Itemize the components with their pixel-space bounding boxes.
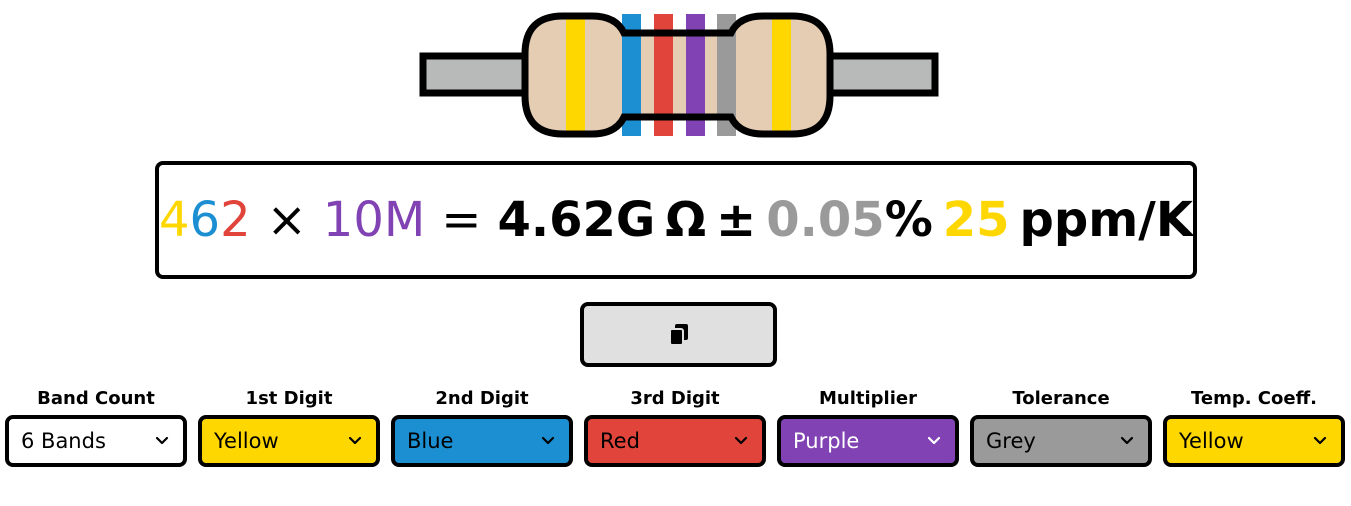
copy-icon <box>668 323 688 346</box>
band-count-select[interactable]: 6 Bands <box>5 415 187 467</box>
band-controls: Band Count 6 Bands 1st Digit Yellow 2nd … <box>5 387 1345 467</box>
digit-2-label: 2nd Digit <box>435 388 529 409</box>
ohm-unit: Ω <box>665 192 707 248</box>
percent-sign: % <box>884 192 933 248</box>
control-digit-1: 1st Digit Yellow <box>198 387 380 467</box>
resistance-formula: 4 6 2 × 10M = 4.62G Ω ± 0.05 % 25 ppm/K <box>155 161 1197 279</box>
digit-1: 4 <box>158 192 190 248</box>
temp-coeff-label: Temp. Coeff. <box>1190 388 1318 409</box>
tolerance-value: Grey <box>986 429 1036 453</box>
control-digit-3: 3rd Digit Red <box>584 387 766 467</box>
temp-coeff-select[interactable]: Yellow <box>1163 415 1345 467</box>
multiplier-value: 10M <box>322 192 426 248</box>
tolerance-select[interactable]: Grey <box>970 415 1152 467</box>
equals-sign: = <box>441 192 482 248</box>
resistor-band-6 <box>772 14 791 136</box>
band-count-value: 6 Bands <box>21 429 106 453</box>
chevron-down-icon <box>927 436 941 445</box>
digit-1-value: Yellow <box>214 429 279 453</box>
chevron-down-icon <box>348 436 362 445</box>
resistor-band-1 <box>566 14 585 136</box>
temp-coeff-value: Yellow <box>1179 429 1244 453</box>
tolerance-label: Tolerance <box>1012 388 1110 409</box>
digit-1-select[interactable]: Yellow <box>198 415 380 467</box>
chevron-down-icon <box>1120 436 1134 445</box>
plus-minus-sign: ± <box>716 192 757 248</box>
resistor-band-5 <box>717 14 736 136</box>
temp-coeff-unit: ppm/K <box>1019 192 1194 248</box>
digit-1-label: 1st Digit <box>245 388 333 409</box>
resistor-band-4 <box>686 14 705 136</box>
tolerance-value: 0.05 <box>766 192 885 248</box>
multiplier-select[interactable]: Purple <box>777 415 959 467</box>
multiplier-value: Purple <box>793 429 860 453</box>
resistor-band-3 <box>654 14 673 136</box>
resistor-illustration <box>419 12 939 138</box>
control-digit-2: 2nd Digit Blue <box>391 387 573 467</box>
resistor-band-2 <box>622 14 641 136</box>
chevron-down-icon <box>1313 436 1327 445</box>
multiplier-label: Multiplier <box>819 388 917 409</box>
digit-2-select[interactable]: Blue <box>391 415 573 467</box>
digit-3: 2 <box>220 192 251 248</box>
digit-3-value: Red <box>600 429 640 453</box>
resistor-outline <box>521 12 834 138</box>
band-count-label: Band Count <box>37 388 155 409</box>
control-tolerance: Tolerance Grey <box>970 387 1152 467</box>
control-temp-coeff: Temp. Coeff. Yellow <box>1163 387 1345 467</box>
chevron-down-icon <box>734 436 748 445</box>
control-band-count: Band Count 6 Bands <box>5 387 187 467</box>
digit-2-value: Blue <box>407 429 454 453</box>
resistor-body <box>525 16 830 134</box>
digit-3-label: 3rd Digit <box>630 388 720 409</box>
chevron-down-icon <box>155 436 169 445</box>
resistance-value: 4.62G <box>497 192 656 248</box>
temp-coeff-value: 25 <box>942 192 1010 248</box>
times-sign: × <box>266 192 307 248</box>
copy-button[interactable] <box>580 302 777 367</box>
digit-3-select[interactable]: Red <box>584 415 766 467</box>
chevron-down-icon <box>541 436 555 445</box>
digit-2: 6 <box>189 192 221 248</box>
control-multiplier: Multiplier Purple <box>777 387 959 467</box>
